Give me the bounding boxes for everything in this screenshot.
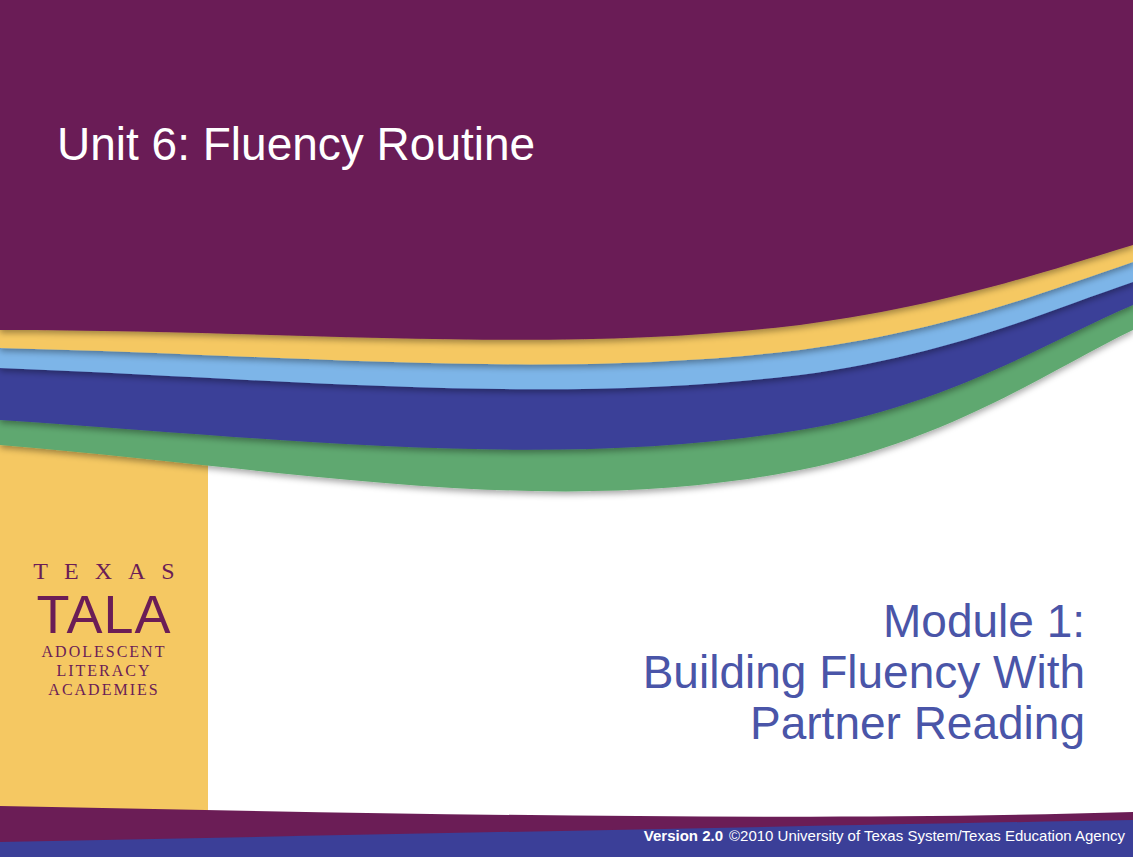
copyright-note: ©2010 University of Texas System/Texas E… — [729, 827, 1125, 844]
green-wave — [0, 0, 1133, 491]
purple-footer-wave — [0, 806, 1133, 857]
logo-block: TEXASTALAADOLESCENT LITERACY ACADEMIES — [0, 556, 208, 699]
yellow-wave — [0, 0, 1133, 364]
blue-wave — [0, 0, 1133, 450]
version-label: Version 2.0 — [644, 827, 723, 844]
slide-title: Unit 6: Fluency Routine — [57, 116, 535, 172]
module-heading: Module 1: Building Fluency With Partner … — [485, 596, 1085, 749]
purple-header — [0, 0, 1133, 340]
blue-footer-band — [0, 820, 1133, 857]
logo-subtitle: ADOLESCENT LITERACY ACADEMIES — [16, 642, 192, 699]
light-blue-wave — [0, 0, 1133, 389]
logo-tala: TALA — [0, 586, 208, 642]
footer-band: Version 2.0 ©2010 University of Texas Sys… — [644, 827, 1125, 845]
logo-texas: TEXAS — [0, 556, 208, 586]
